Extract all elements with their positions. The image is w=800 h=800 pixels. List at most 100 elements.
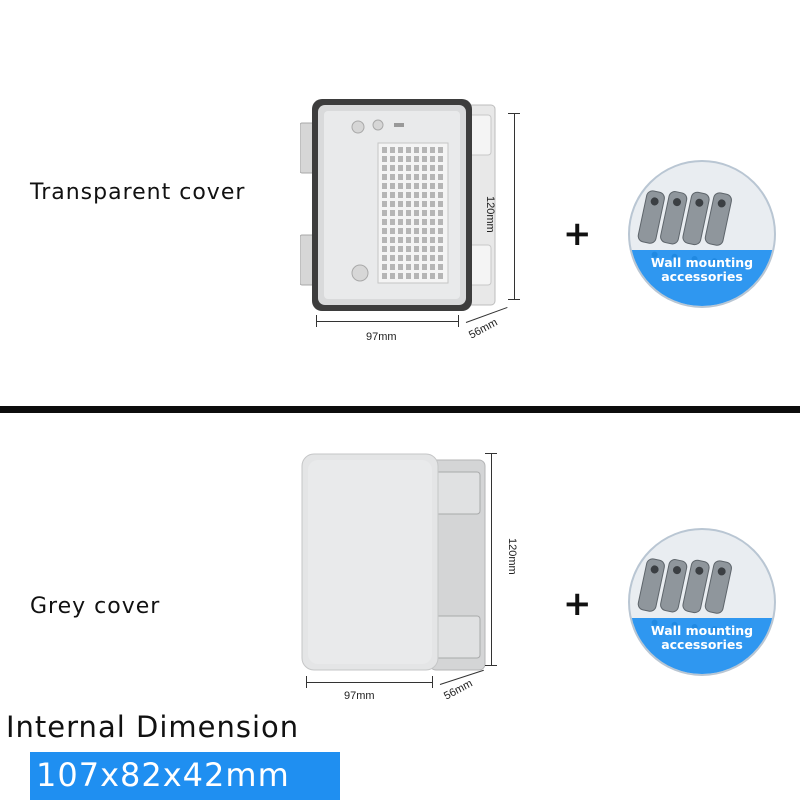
plate-hole	[390, 273, 395, 279]
height-dimension-line	[514, 113, 515, 299]
plate-hole	[414, 210, 419, 216]
internal-dimension-value: 107x82x42mm	[36, 756, 290, 794]
accessory-label-line2: accessories	[661, 637, 743, 652]
plate-hole	[422, 264, 427, 270]
plate-hole	[398, 201, 403, 207]
plate-hole	[406, 165, 411, 171]
plate-hole	[382, 237, 387, 243]
internal-dimension-highlight	[30, 752, 340, 800]
plate-hole	[390, 237, 395, 243]
plate-hole	[398, 165, 403, 171]
plate-hole	[438, 264, 443, 270]
transparent-enclosure-image	[300, 99, 496, 311]
plate-hole	[398, 192, 403, 198]
plate-hole	[406, 246, 411, 252]
plate-hole	[438, 255, 443, 261]
plate-hole	[414, 156, 419, 162]
plate-hole	[406, 210, 411, 216]
plate-hole	[438, 201, 443, 207]
plate-hole	[382, 192, 387, 198]
plate-hole	[438, 174, 443, 180]
plate-hole	[414, 201, 419, 207]
plate-hole	[438, 219, 443, 225]
height-dimension-label: 120mm	[484, 196, 496, 233]
plate-hole	[422, 165, 427, 171]
plate-hole	[422, 273, 427, 279]
width-tick-left	[316, 315, 317, 327]
plate-hole	[414, 165, 419, 171]
grey-enclosure-image	[301, 453, 486, 671]
plate-hole	[422, 183, 427, 189]
plate-hole	[438, 210, 443, 216]
plate-hole	[438, 192, 443, 198]
plate-hole	[422, 192, 427, 198]
plate-hole	[430, 174, 435, 180]
wall-mounting-accessories-image-grey: Wall mounting accessories	[628, 528, 776, 676]
plate-hole	[390, 183, 395, 189]
plate-hole	[390, 255, 395, 261]
plate-hole	[398, 273, 403, 279]
plate-hole	[382, 255, 387, 261]
plate-hole	[438, 183, 443, 189]
plate-hole	[390, 165, 395, 171]
plate-hole	[382, 174, 387, 180]
plate-hole	[382, 210, 387, 216]
plate-hole	[422, 237, 427, 243]
plate-hole	[390, 264, 395, 270]
plate-hole	[414, 192, 419, 198]
grey-width-tick-right	[432, 676, 433, 688]
plate-hole	[398, 147, 403, 153]
plate-hole	[430, 165, 435, 171]
plate-hole	[422, 147, 427, 153]
plate-hole	[406, 273, 411, 279]
plate-hole	[430, 183, 435, 189]
plate-hole	[430, 192, 435, 198]
plate-hole	[390, 210, 395, 216]
plate-hole	[382, 273, 387, 279]
plus-sign-grey: +	[563, 584, 592, 624]
plate-hole	[422, 156, 427, 162]
plate-hole	[406, 174, 411, 180]
plate-hole	[398, 255, 403, 261]
plate-hole	[390, 156, 395, 162]
grey-width-dimension-line	[306, 682, 432, 683]
plate-hole	[430, 228, 435, 234]
plate-hole	[414, 237, 419, 243]
plate-hole	[422, 246, 427, 252]
plate-hole	[398, 219, 403, 225]
plate-hole	[430, 201, 435, 207]
plate-hole	[414, 255, 419, 261]
plate-hole	[430, 273, 435, 279]
wall-mounting-accessories-image: Wall mounting accessories	[628, 160, 776, 308]
plate-hole	[430, 246, 435, 252]
plate-hole	[390, 219, 395, 225]
plate-hole	[382, 147, 387, 153]
plate-hole	[390, 192, 395, 198]
plate-hole	[414, 183, 419, 189]
plate-hole	[406, 228, 411, 234]
plate-hole	[430, 156, 435, 162]
grey-cover-label: Grey cover	[30, 594, 161, 619]
plate-hole	[422, 201, 427, 207]
plate-hole	[382, 156, 387, 162]
plate-hole	[438, 228, 443, 234]
plate-hole	[398, 228, 403, 234]
plate-hole	[430, 219, 435, 225]
height-tick-top	[508, 113, 520, 114]
plate-hole	[438, 246, 443, 252]
plate-hole	[430, 237, 435, 243]
plate-hole	[406, 219, 411, 225]
plate-hole	[390, 147, 395, 153]
internal-dimension-title: Internal Dimension	[6, 710, 300, 744]
plate-hole	[382, 219, 387, 225]
plate-hole	[414, 174, 419, 180]
width-dimension-label: 97mm	[366, 331, 397, 343]
mounting-brackets-icon	[630, 558, 774, 674]
plate-hole	[406, 201, 411, 207]
plate-hole	[438, 237, 443, 243]
mounting-brackets-icon	[630, 190, 774, 306]
accessory-label-line2: accessories	[661, 269, 743, 284]
plate-hole	[414, 273, 419, 279]
plate-hole	[382, 165, 387, 171]
plate-hole	[430, 147, 435, 153]
